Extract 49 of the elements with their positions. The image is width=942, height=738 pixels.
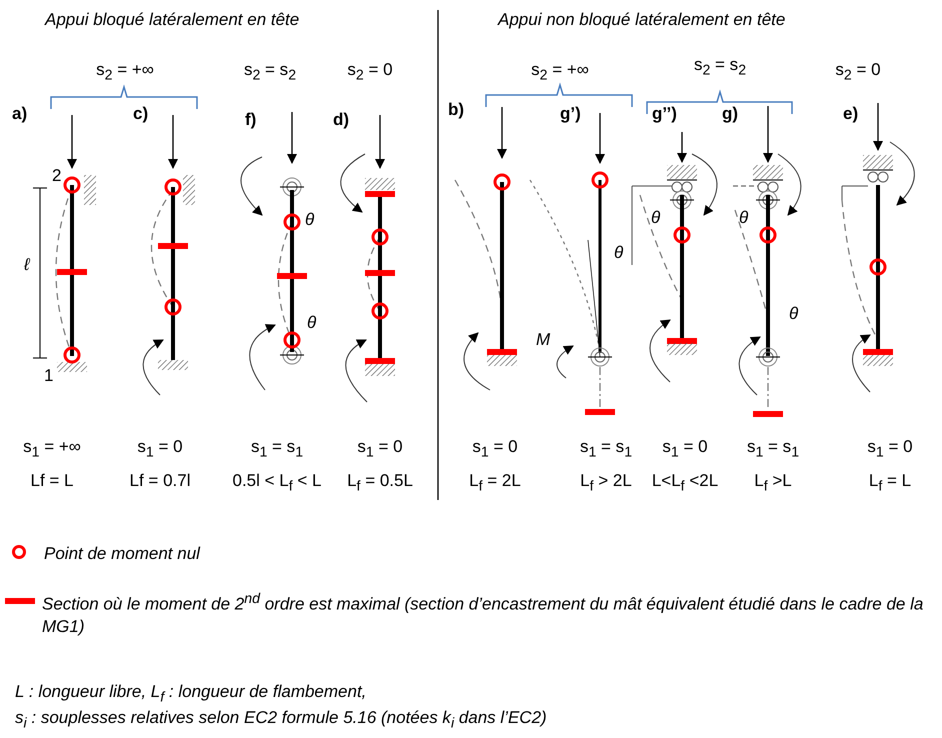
stiffness-label: s$_{2}$ = s$_{2}$ xyxy=(244,60,296,84)
stiffness-label: s$_{1}$ = 0 xyxy=(137,437,183,461)
stiffness-label: s$_{1}$ = +∞ xyxy=(23,437,81,461)
stiffness-label: s$_{2}$ = 0 xyxy=(835,60,881,84)
stiffness-label: s$_{1}$ = 0 xyxy=(357,437,403,461)
stiffness-label: s$_{1}$ = s$_{1}$ xyxy=(580,437,632,461)
angle-label: θ xyxy=(614,243,624,263)
case-letter: d) xyxy=(333,110,350,130)
note: s$_{i}$ : souplesses relatives selon EC2 formule 5.16 (notées k$_{i}$ dans l’EC2) xyxy=(15,708,547,732)
case-letter: g) xyxy=(722,104,738,124)
stiffness-label: s$_{1}$ = 0 xyxy=(662,437,708,461)
point-number: 1 xyxy=(44,366,54,386)
stiffness-label: s$_{2}$ = +∞ xyxy=(96,60,154,84)
buckling-length-label: 0.5l < L$_{f}$ < L xyxy=(232,471,322,495)
moment-label: M xyxy=(536,330,550,350)
buckling-length-label: L$_{f}$ >L xyxy=(754,471,792,495)
angle-label: θ xyxy=(651,208,660,228)
buckling-length-label: L$_{f}$ = L xyxy=(868,471,912,495)
stiffness-label: s$_{1}$ = 0 xyxy=(472,437,518,461)
stiffness-label: s$_{2}$ = s$_{2}$ xyxy=(694,55,746,79)
buckling-length-label: Lf = 0.7l xyxy=(130,471,190,491)
case-letter: e) xyxy=(843,104,858,124)
angle-label: θ xyxy=(789,304,798,324)
buckling-length-label: L$_{f}$ = 2L xyxy=(469,471,521,495)
angle-label: θ xyxy=(305,210,314,230)
point-number: 2 xyxy=(52,166,62,186)
buckling-length-label: Lf = L xyxy=(30,471,74,491)
buckling-length-label: L$_{f}$ > 2L xyxy=(580,471,632,495)
case-letter: f) xyxy=(245,110,256,130)
heading: Appui non bloqué latéralement en tête xyxy=(498,10,786,30)
stiffness-label: s$_{1}$ = 0 xyxy=(867,437,913,461)
stiffness-label: s$_{1}$ = s$_{1}$ xyxy=(250,437,304,461)
stiffness-label: s$_{2}$ = 0 xyxy=(347,60,393,84)
buckling-length-label: L<L$_{f}$ <2L xyxy=(652,471,718,495)
case-letter: g’) xyxy=(560,104,581,124)
case-letter: c) xyxy=(133,104,148,124)
stiffness-label: s$_{1}$ = s$_{1}$ xyxy=(746,437,800,461)
buckling-length-label: L$_{f}$ = 0.5L xyxy=(347,471,413,495)
case-letter: a) xyxy=(12,104,28,124)
note: L : longueur libre, L$_{f}$ : longueur de flambement, xyxy=(15,682,366,706)
stiffness-label: s$_{2}$ = +∞ xyxy=(531,60,589,84)
legend-text: Point de moment nul xyxy=(44,543,202,565)
legend-text: Section où le moment de 2$^{nd}$ ordre est maximal (section d’encastrement du mât équivalent étudié dans le cadre de la MG1) xyxy=(42,590,924,638)
case-letter: b) xyxy=(448,100,464,120)
case-letter: g’’) xyxy=(652,104,677,124)
heading: Appui bloqué latéralement en tête xyxy=(45,10,300,30)
angle-label: θ xyxy=(307,313,316,333)
length-label: ℓ xyxy=(24,255,30,275)
angle-label: θ xyxy=(739,208,748,228)
